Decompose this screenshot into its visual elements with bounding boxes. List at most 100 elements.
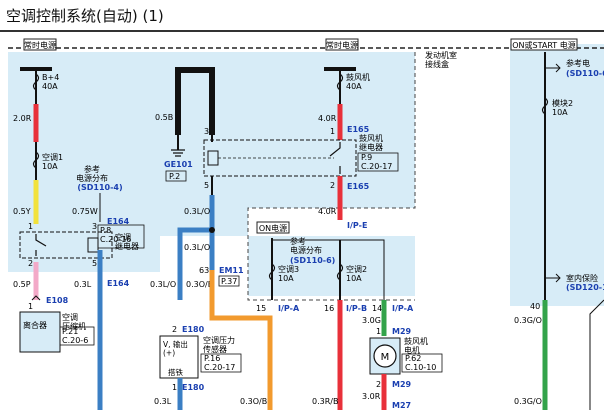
header-bar: 空调控制系统(自动) (1) [0,0,604,30]
wire-label-03rb: 0.3R/B [312,397,338,406]
on-ref-pd-code: (SD110-6) [290,256,335,265]
power-tag-left-box [23,38,57,51]
conn-ipa: I/P-A [278,304,300,313]
pin-2-mid: 2 [330,181,335,190]
relay-blower-ref-box [357,152,399,172]
relay-ac-switch [35,234,47,256]
clutch-label: 离合器 [23,320,47,330]
blower-motor-m: M [381,352,390,363]
wire-label-3or: 3.0R [362,392,381,401]
power-tag-left: 常时电源 [24,40,56,50]
wire-label-4r: 4.0R [318,114,337,123]
pin-1-left: 1 [28,222,33,231]
pin-1-mid: 1 [330,127,335,136]
wire-label-3og: 3.0G [362,316,381,325]
conn-m29: M29 [392,327,412,336]
power-tag-right-box [510,38,578,51]
fuse-mod2-symbol [541,97,549,115]
on-power-zone [248,236,415,296]
pin-63: 63 [199,266,209,275]
header-divider [0,30,604,32]
compressor-box [19,311,61,353]
ref-pd-left-code: (SD110-4) [77,183,122,192]
conn-e164b: E164 [107,279,130,288]
on-ref-pd: 参考电源分布 [290,236,322,255]
right-ref-pd: 参考电 [566,58,590,68]
right-ref-pd-code: (SD110-6) [566,69,604,78]
right-arrow-top [545,63,561,73]
fuse-blower-symbol [336,73,344,91]
conn-em11: EM11 [219,266,244,275]
wire-label-03ob: 0.3O/B [186,280,213,289]
wire-label-03ob-bot: 0.3O/B [240,397,267,406]
ground-symbol [171,149,185,157]
blower-motor-circle [373,344,397,368]
pressure-sensor-name: 空调压力传感器 [203,335,235,354]
conn-e165b: E165 [347,182,370,191]
relay-blower-switch [329,142,341,174]
on-start-zone [510,44,604,306]
bus-bar-mid [324,67,356,71]
conn-e180b: E180 [182,383,205,392]
conn-ipa2: I/P-A [392,304,414,313]
pin-2-motor: 2 [376,380,381,389]
zone-dash-inner [247,52,416,301]
ground-ge101: GE101 [164,160,193,169]
fuse-ac1-symbol [32,151,40,169]
fuse-ac2-symbol [336,263,344,281]
wire-label-05p: 0.5P [13,280,31,289]
pressure-sensor-v: V, 输出(+) [163,339,188,358]
ref-pd-left: 参考电源分布 [76,164,108,183]
on-wire-top [272,239,385,300]
wire-label-03lo: 0.3L/O [184,207,210,216]
wire-label-03l-bot: 0.3L [154,397,172,406]
on-tag: ON电源 [259,223,287,233]
pin-1-motor: 1 [376,327,381,336]
power-tag-middle-box [325,38,359,51]
pin-3-mid: 3 [204,127,209,136]
wire-label-4r-b: 4.0R [318,207,337,216]
pin-14: 14 [372,304,382,313]
wire-label-2r: 2.0R [13,114,32,123]
pin-5-left: 5 [92,259,97,268]
wire-label-03l: 0.3L [74,280,92,289]
conn-ipe: I/P-E [347,221,367,230]
pin-3-left: 3 [92,222,97,231]
conn-e165: E165 [347,125,370,134]
engine-room-junction-zone [8,52,415,272]
engine-room-label: 发动机室接线盒 [425,50,457,69]
pin-40: 40 [530,302,540,311]
ground-ref-box [165,170,187,182]
relay-ac-name: 空调继电器 [115,232,139,251]
relay-ac-ref-box [97,224,145,249]
blower-motor-ref-box [401,353,443,373]
pressure-sensor-box [159,335,199,379]
junction-dot-mid [209,227,215,233]
pin-16: 16 [324,304,334,313]
wire-label-05y: 0.5Y [13,207,31,216]
relay-blower-box [203,139,357,177]
wire-label-03go-b: 0.3G/O [514,397,542,406]
conn-m27: M27 [392,401,411,410]
pin-1c-mid: 1 [172,383,177,392]
conn-m29b: M29 [392,380,412,389]
conn-e108: E108 [46,296,69,305]
pin-2b-mid: 2 [172,325,177,334]
on-tag-box [256,221,290,234]
right-ref-indoor: 室内保险 [566,273,598,283]
relay-blower-name: 鼓风机继电器 [359,133,383,152]
conn-e164: E164 [107,217,130,226]
power-tag-right: ON或START 电源 [512,40,576,50]
pin-5-mid: 5 [204,181,209,190]
page-title: 空调控制系统(自动) (1) [6,7,164,25]
compressor-label: 空调压缩机 [62,312,86,331]
